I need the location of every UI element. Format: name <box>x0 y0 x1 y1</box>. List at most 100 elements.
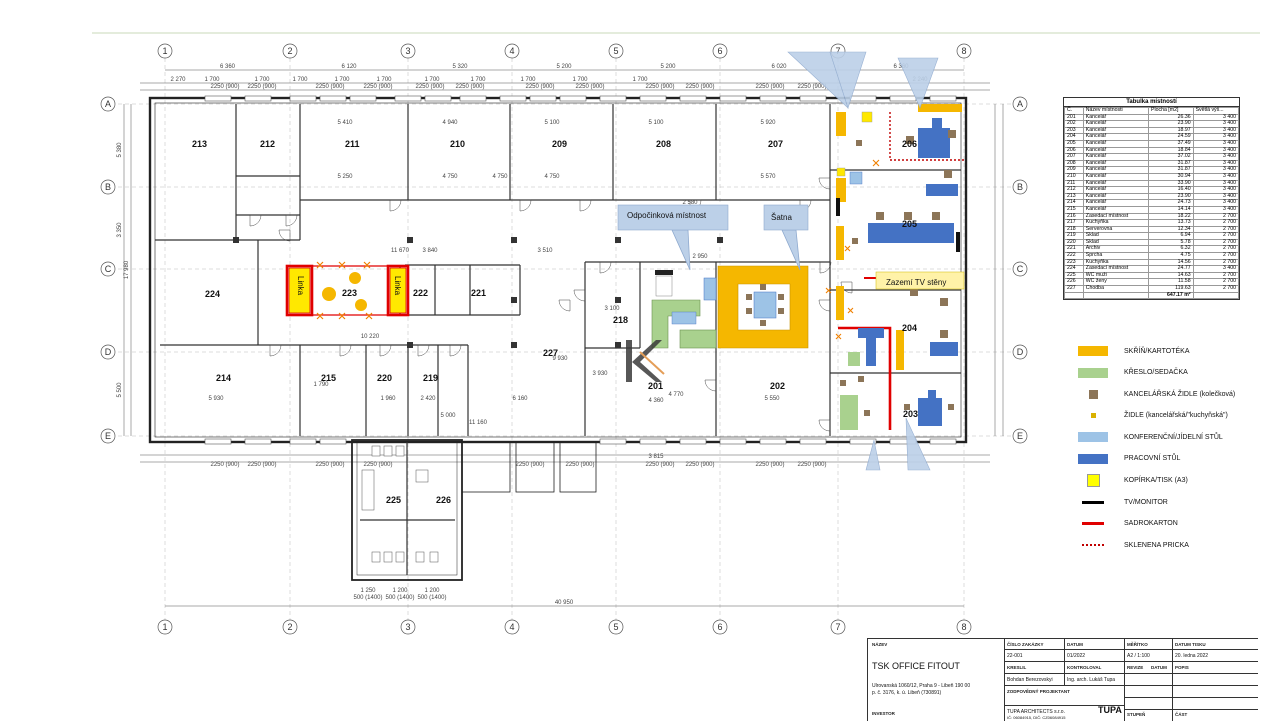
window <box>889 95 917 102</box>
dimension-text: 2250 (900) <box>645 84 674 90</box>
column-axis-bottom: 1 <box>157 619 173 635</box>
room-224: 224 <box>205 289 220 299</box>
axis-label: E <box>1017 431 1023 441</box>
legend-swatch-shape <box>1082 500 1104 504</box>
dimension-text: 1 200 <box>424 588 440 594</box>
view-cones <box>787 51 939 471</box>
structural-column <box>511 342 517 348</box>
kitchen-marks <box>316 261 373 320</box>
legend-swatch-shape <box>1090 413 1096 419</box>
dimension-text: 2250 (900) <box>565 462 594 468</box>
dimension-text: 1 700 <box>424 77 440 83</box>
door-swing <box>285 214 298 227</box>
room-215: 215 <box>321 373 336 383</box>
tb-company: TUPA ARCHITECTS s.r.o. <box>1007 709 1065 715</box>
title-block: NÁZEV TSK OFFICE FITOUT Ulrovanská 1060/… <box>867 638 1258 721</box>
room-223: 223 <box>342 288 357 298</box>
dimension-text: 500 (1400) <box>353 595 382 601</box>
east-marks <box>825 159 880 340</box>
door-swing <box>278 229 291 242</box>
legend-label: SKLENENA PRICKA <box>1124 541 1189 549</box>
legend-swatch-shape <box>1078 453 1108 464</box>
dimension-text: 11 670 <box>391 248 410 254</box>
columns-pillars <box>233 237 723 348</box>
legend-item: KONFERENČNÍ/JÍDELNÍ STŮL <box>1078 431 1278 443</box>
room-207: 207 <box>768 139 783 149</box>
window <box>204 438 232 445</box>
axis-label: 8 <box>961 622 966 632</box>
dimension-text: 40 950 <box>555 600 574 606</box>
dimension-text: 5 570 <box>760 174 776 180</box>
room-214: 214 <box>216 373 231 383</box>
axis-label: B <box>1017 182 1023 192</box>
window <box>759 438 787 445</box>
door-swing <box>379 344 392 357</box>
axis-label: 1 <box>162 46 167 56</box>
axis-label: A <box>1017 99 1023 109</box>
dimension-text: 1 960 <box>380 396 396 402</box>
legend-swatch <box>1078 519 1108 529</box>
legend-label: KOPÍRKA/TISK (A3) <box>1124 477 1188 485</box>
row-axis-right: E <box>1012 428 1028 444</box>
row-axis-right: D <box>1012 344 1028 360</box>
callout-rest-room: Odpočinková místnost <box>627 211 707 220</box>
room-201: 201 <box>648 381 663 391</box>
room-table-total-row: 647.17 m² <box>1064 291 1240 300</box>
legend-swatch-shape <box>1078 367 1108 378</box>
legend-label: ŽIDLE (kancelářská/"kuchyňská") <box>1124 412 1228 420</box>
legend-swatch-shape <box>1082 544 1104 547</box>
dimension-text: 1 700 <box>376 77 392 83</box>
room-205: 205 <box>902 219 917 229</box>
tb-label-checked: KONTROLOVAL <box>1067 665 1102 670</box>
glass-partition-206 <box>889 112 965 161</box>
room-table-cell-empty <box>1064 291 1084 300</box>
window <box>559 95 587 102</box>
dimension-text: 2250 (900) <box>247 462 276 468</box>
dimension-text: 9 930 <box>552 356 568 362</box>
room-202: 202 <box>770 381 785 391</box>
dimension-text: 2250 (900) <box>315 462 344 468</box>
room-table-total: 647.17 m² <box>1148 291 1194 300</box>
dimension-text: 2250 (900) <box>515 462 544 468</box>
dimension-text: 6 160 <box>512 396 528 402</box>
dimension-text: 2250 (900) <box>575 84 604 90</box>
room-table-cell-name: Kancelář <box>1082 205 1150 214</box>
legend-item: KŘESLO/SEDAČKA <box>1078 367 1278 379</box>
dimension-text: 2 580 <box>682 200 698 206</box>
tb-address-1: Ulrovanská 1060/12, Praha 9 - Libeň 190 … <box>872 683 971 689</box>
tb-project-name: TSK OFFICE FITOUT <box>872 661 960 671</box>
structural-column <box>511 297 517 303</box>
dimension-text: 3 510 <box>537 248 553 254</box>
axis-label: 8 <box>961 46 966 56</box>
room-numbers: 213 212 211 210 209 208 207 206 205 204 … <box>192 139 918 505</box>
room-table-cell-name: Chodba <box>1082 285 1150 293</box>
column-axis-top: 2 <box>282 43 298 59</box>
row-axis-left: E <box>100 428 116 444</box>
tb-print-date: 20. ledna 2022 <box>1175 653 1209 659</box>
column-axis-top: 3 <box>400 43 416 59</box>
room-203: 203 <box>903 409 918 419</box>
window <box>204 95 232 102</box>
room-212: 212 <box>260 139 275 149</box>
column-axis-bottom: 6 <box>712 619 728 635</box>
column-axis-top: 5 <box>608 43 624 59</box>
axis-label: 3 <box>405 46 410 56</box>
legend-label: KONFERENČNÍ/JÍDELNÍ STŮL <box>1124 433 1223 441</box>
column-axis-bottom: 4 <box>504 619 520 635</box>
dimension-text: 2250 (900) <box>645 462 674 468</box>
room-table-cell-area: 14.14 <box>1148 205 1194 214</box>
door-swing <box>840 281 853 294</box>
legend-label: KANCELÁŘSKÁ ŽIDLE (kolečková) <box>1124 390 1236 398</box>
callout-tv-wall: Zazemí TV stěny <box>886 278 946 287</box>
dimension-text: 5 930 <box>208 396 224 402</box>
legend-swatch <box>1078 389 1108 399</box>
dimension-text: 6 020 <box>771 64 787 70</box>
tb-label-phase: STUPEŇ <box>1127 712 1146 717</box>
room-area-table: Tabulka místností Č. Název místnosti Plo… <box>1063 97 1240 301</box>
legend-swatch <box>1078 540 1108 550</box>
door-swing <box>389 199 402 212</box>
